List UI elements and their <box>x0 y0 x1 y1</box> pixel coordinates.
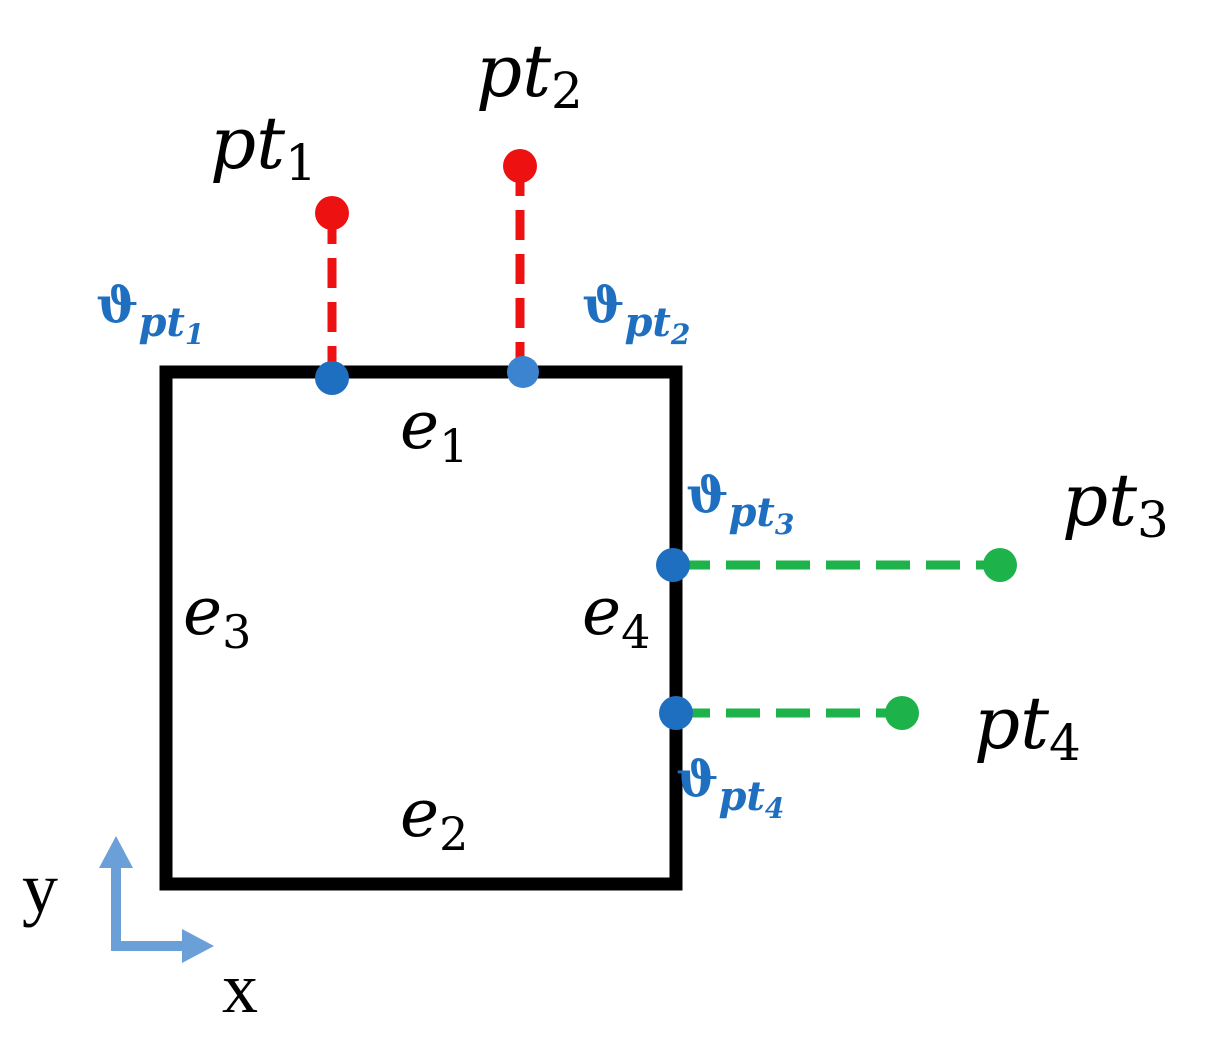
theta-pt1-label: ϑpt1 <box>96 275 204 351</box>
pt1-point <box>315 196 349 230</box>
theta-pt4-point <box>659 696 693 730</box>
pt3-label: pt3 <box>1062 458 1169 549</box>
x-axis-arrowhead <box>182 929 214 963</box>
theta-pt3-label: ϑpt3 <box>686 465 794 541</box>
x-axis-label: x <box>222 948 258 1028</box>
y-axis-label: y <box>22 848 58 928</box>
pt2-point <box>503 149 537 183</box>
theta-pt2-point <box>507 356 539 388</box>
e3-label: e3 <box>183 573 251 659</box>
pt4-point <box>885 696 919 730</box>
square-box <box>159 365 683 891</box>
e2-label: e2 <box>400 775 468 861</box>
pt2-label: pt2 <box>476 29 583 120</box>
theta-pt2-label: ϑpt2 <box>582 275 690 351</box>
pt4-label: pt4 <box>974 681 1081 772</box>
e4-label: e4 <box>582 573 650 659</box>
pt3-point <box>983 548 1017 582</box>
axes-indicator: y x <box>22 836 258 1028</box>
pt1-label: pt1 <box>210 101 317 192</box>
y-axis-arrowhead <box>99 836 133 868</box>
e1-label: e1 <box>400 387 468 473</box>
theta-pt1-point <box>315 361 349 395</box>
theta-pt3-point <box>656 548 690 582</box>
theta-pt4-label: ϑpt4 <box>676 749 784 825</box>
